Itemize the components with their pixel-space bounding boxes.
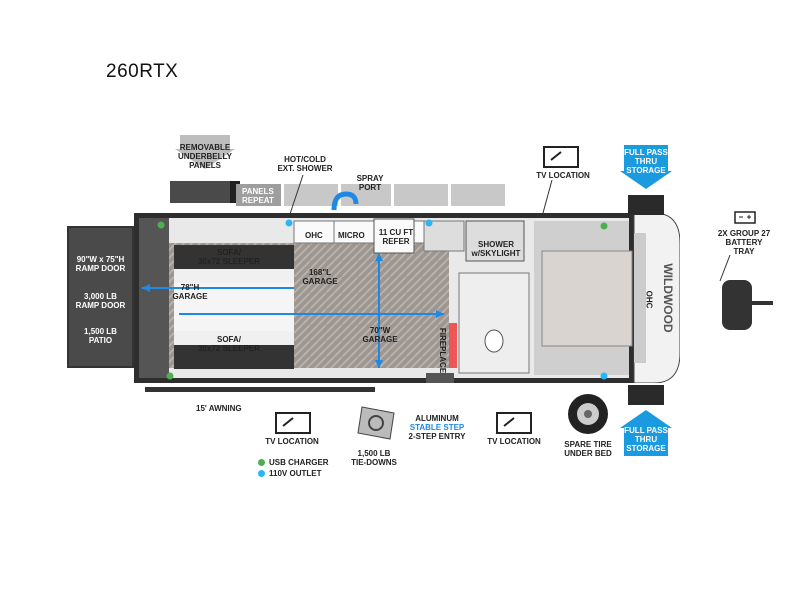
entry-label: ALUMINUM STABLE STEP 2-STEP ENTRY (408, 414, 466, 441)
tv-icon-bottom-left (275, 412, 311, 434)
tv-icon-bottom-right (496, 412, 532, 434)
shower-pointer-line (287, 175, 304, 221)
legend-item-usb: USB CHARGER (258, 457, 329, 468)
pass-thru-storage-top-arrow-icon (620, 145, 672, 189)
micro-label: MICRO (338, 231, 365, 240)
tie-down-icon (357, 406, 395, 440)
usb-charger-icon (258, 459, 265, 466)
sofa-label-bottom: SOFA/30x72 SLEEPER (198, 335, 260, 353)
brand-logo-text: WILDWOOD (661, 263, 675, 333)
tv-icon-top (543, 146, 579, 168)
awning-label: 15' AWNING (196, 404, 242, 413)
model-title: 260RTX (106, 61, 179, 82)
tv-location-bottom-left-label: TV LOCATION (265, 437, 319, 446)
pass-thru-storage-bottom-arrow-icon (620, 410, 672, 456)
ohc-label-rear: OHC (305, 231, 323, 240)
ramp-door-panel: 90"W x 75"H RAMP DOOR 3,000 LB RAMP DOOR… (67, 226, 134, 368)
underbelly-panels-strip (236, 184, 505, 206)
front-hardware (628, 195, 773, 405)
outlet-icon (258, 470, 265, 477)
fireplace-label: FIREPLACE (438, 327, 448, 374)
spare-tire-icon (568, 394, 608, 434)
spray-port-icon (331, 191, 359, 211)
battery-icon (734, 211, 756, 224)
legend: USB CHARGER 110V OUTLET (258, 457, 329, 479)
tv-location-top-label: TV LOCATION (536, 171, 590, 180)
sofa-label-top: SOFA/30x72 SLEEPER (198, 248, 260, 266)
tv-location-bottom-right-label: TV LOCATION (487, 437, 541, 446)
removable-panels-arrow-icon (170, 135, 240, 203)
floorplan: WILDWOOD (134, 213, 680, 383)
battery-pointer-line (719, 255, 731, 282)
awning-bar (145, 387, 375, 392)
legend-item-outlet: 110V OUTLET (258, 468, 329, 479)
